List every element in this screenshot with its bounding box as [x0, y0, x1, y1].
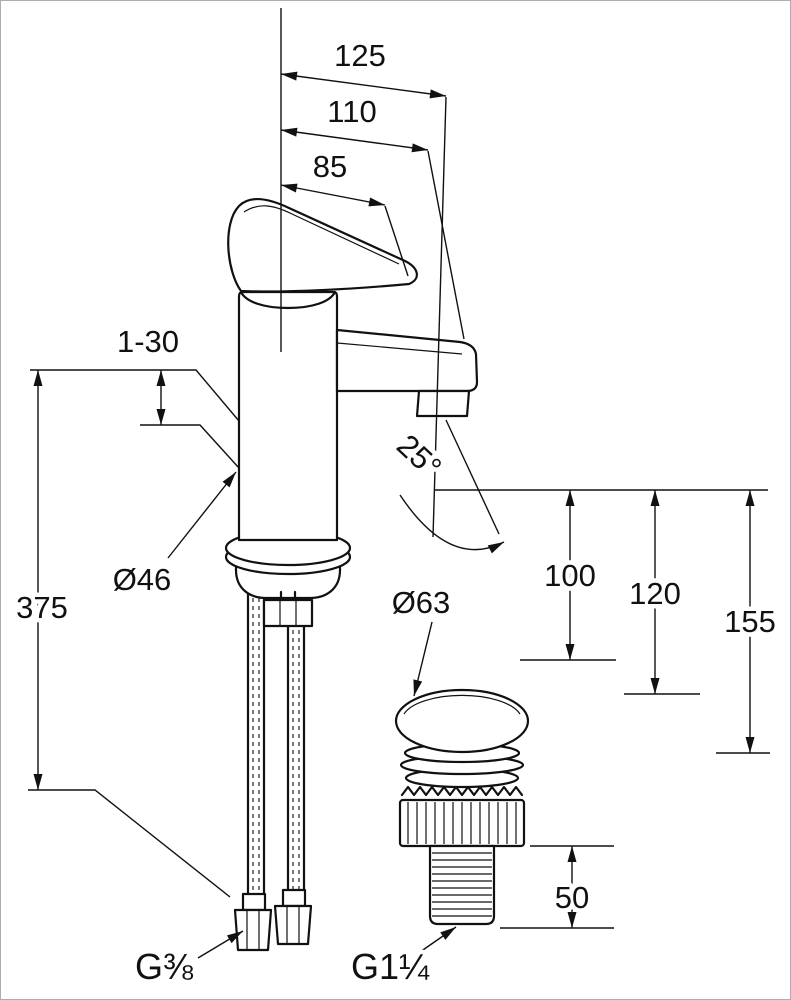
aerator — [415, 389, 471, 418]
dim-375-bottom-plane — [28, 789, 231, 898]
leader-g38 — [197, 930, 244, 959]
spray-angle-arc — [399, 494, 505, 554]
dim-100-label: 100 — [544, 558, 596, 593]
dim-1-30-label: 1-30 — [117, 324, 179, 359]
faucet-group — [224, 198, 479, 952]
ext-110-line — [427, 150, 465, 340]
dim-d46-label: Ø46 — [113, 562, 172, 597]
hose-nut-right — [273, 888, 313, 946]
waste-plug-cap — [394, 688, 530, 754]
leader-d46 — [167, 471, 237, 559]
dim-110-line — [280, 127, 429, 153]
dim-85-line — [280, 183, 386, 207]
dim-125-line — [280, 71, 447, 99]
waste-thread-label: G1¼ — [351, 946, 430, 987]
dim-50-label: 50 — [555, 880, 589, 915]
dim-375-label: 375 — [16, 590, 68, 625]
waste-tailpiece-thread — [428, 844, 496, 926]
deck-top-plane — [30, 369, 240, 422]
dimension-lines-group — [28, 8, 770, 959]
waste-gasket-wave — [400, 785, 524, 797]
waste-locknut — [398, 798, 526, 848]
hose-nut-left — [233, 892, 273, 952]
dim-110-label: 110 — [327, 94, 376, 129]
waste-valve-group — [394, 688, 530, 926]
supply-thread-label: G⅜ — [135, 946, 194, 987]
mounting-stud — [279, 590, 297, 602]
spray-angle-line — [445, 419, 500, 535]
leader-g114 — [419, 926, 457, 953]
dim-125-label: 125 — [334, 38, 386, 73]
mounting-nut — [262, 598, 314, 628]
leader-d63 — [413, 621, 433, 697]
dim-85-label: 85 — [313, 149, 347, 184]
deck-bottom-plane — [140, 424, 240, 469]
cartridge-dome — [239, 290, 337, 310]
ext-125-line — [432, 96, 447, 538]
dim-120-label: 120 — [629, 576, 681, 611]
dim-155-label: 155 — [724, 604, 776, 639]
mixer-body — [237, 290, 339, 542]
lever-handle — [227, 198, 418, 310]
ext-85-line — [384, 205, 409, 277]
dim-d63-label: Ø63 — [392, 585, 451, 620]
